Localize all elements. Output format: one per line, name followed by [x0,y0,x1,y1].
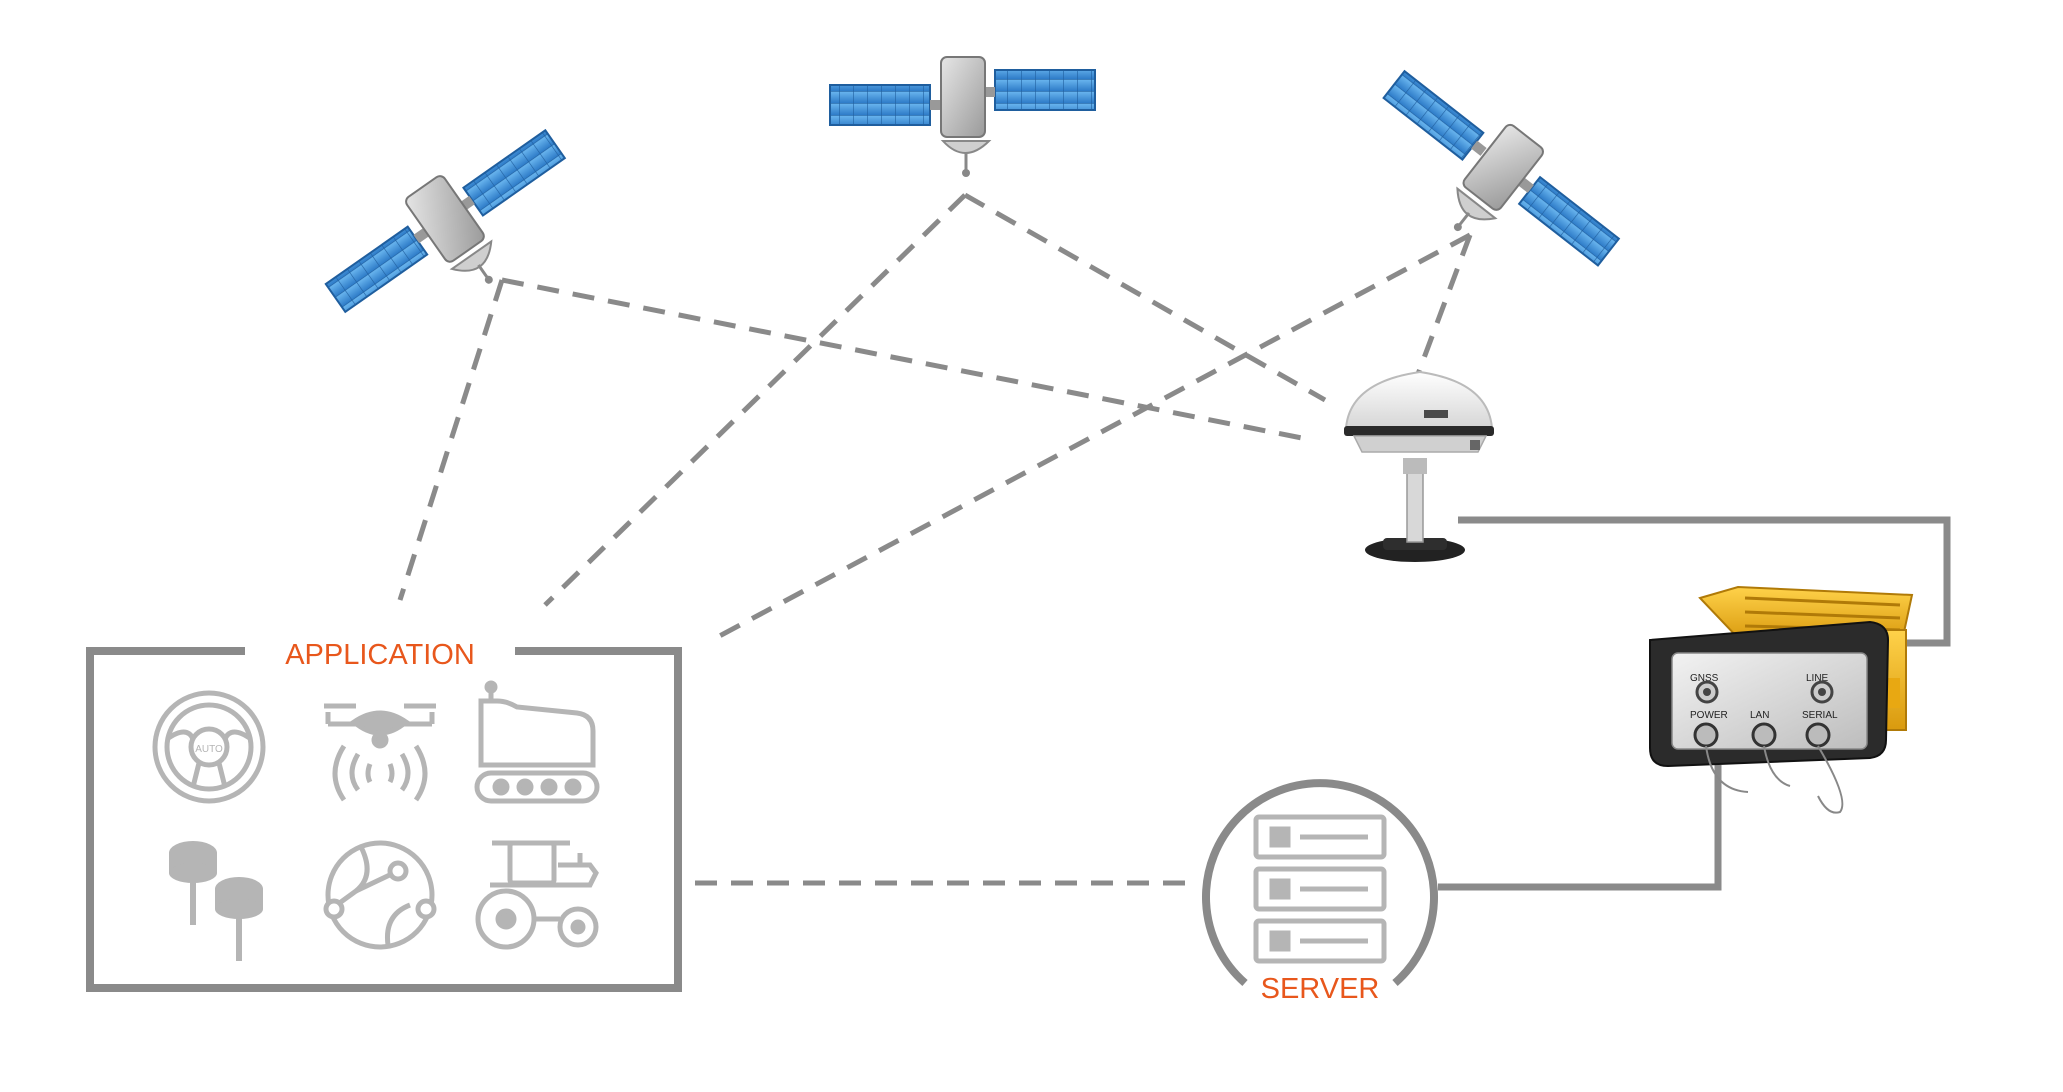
signal-lines [397,192,1473,886]
gnss-antenna-icon [1344,370,1494,562]
signal-line-sat1-to-antenna [501,277,1313,443]
svg-text:AUTO: AUTO [195,744,223,755]
port-label-lan: LAN [1750,710,1769,721]
application-box-border [86,647,682,992]
application-panel: APPLICATION AUTO [86,639,682,992]
satellite-left-icon [324,128,567,314]
crawler-vehicle-icon [474,680,600,804]
server-label: SERVER [1261,973,1380,1005]
port-label-serial: SERIAL [1802,710,1838,721]
port-label-gnss: GNSS [1690,673,1719,684]
signal-line-sat2-to-application [543,193,967,607]
gnss-receiver-icon: GNSS LINE POWER LAN SERIAL [1649,585,1914,814]
signal-line-sat1-to-application [397,279,505,601]
application-label: APPLICATION [285,639,475,671]
server-rack-icon [1253,814,1387,964]
cable-antenna-to-receiver [1458,516,1951,647]
cables [1438,516,1951,891]
port-label-line: LINE [1806,673,1829,684]
receiver-connectors [1693,680,1844,814]
satellite-right-icon [1382,69,1621,267]
cable-receiver-to-server [1438,765,1722,891]
port-label-power: POWER [1690,710,1728,721]
receiver-port-labels: GNSS LINE POWER LAN SERIAL [1690,673,1838,721]
network-globe-icon [323,840,437,950]
auto-steering-wheel-icon: AUTO [152,690,266,804]
gnss-antenna-pair-icon [169,841,263,961]
tractor-icon [475,840,599,950]
satellite-center-icon [829,56,1096,177]
server-ring [1202,779,1438,987]
server-node: SERVER [1202,779,1438,1005]
signal-line-sat2-to-antenna [963,192,1327,403]
signal-line-sat3-to-antenna [1409,234,1473,391]
drone-icon [324,703,436,802]
